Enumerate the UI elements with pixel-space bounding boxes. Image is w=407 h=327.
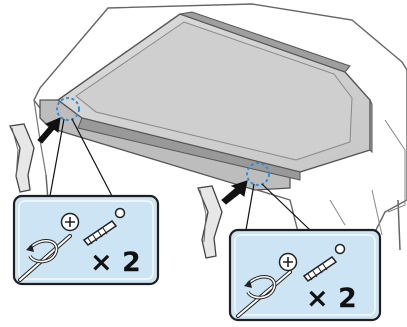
cloth-drape-right [384,119,406,213]
tv-back-inner-panel [75,21,353,161]
callout-inner-border [234,234,376,316]
callout-leader-lines [49,118,311,231]
quantity-label: × 2 [306,283,357,314]
tv-right-edge [369,99,373,154]
stand-leg-left [9,123,35,193]
tv-set [39,11,373,191]
mount-point-right [246,162,270,186]
insert-arrow-right [221,180,248,205]
quantity-label: × 2 [90,247,141,278]
callout-left: × 2 [12,194,160,286]
callout-inner-border [18,200,154,280]
rotate-arrow-icon [26,239,59,264]
phillips-screwdriver-icon [236,270,292,318]
screw-icon [278,243,346,283]
insert-arrow-left [37,117,61,144]
phillips-screwdriver-icon [18,234,72,282]
screw-icon [60,207,126,247]
cloth-fold [329,199,346,226]
tv-bottom-edge [77,117,301,181]
tv-top-bezel [179,11,351,73]
mount-point-left [56,97,80,121]
rotate-arrow-icon [244,275,277,300]
table-leg [397,199,401,251]
callout-right: × 2 [228,228,382,322]
cloth-fold [371,189,383,236]
stand-leg-right [197,185,223,259]
